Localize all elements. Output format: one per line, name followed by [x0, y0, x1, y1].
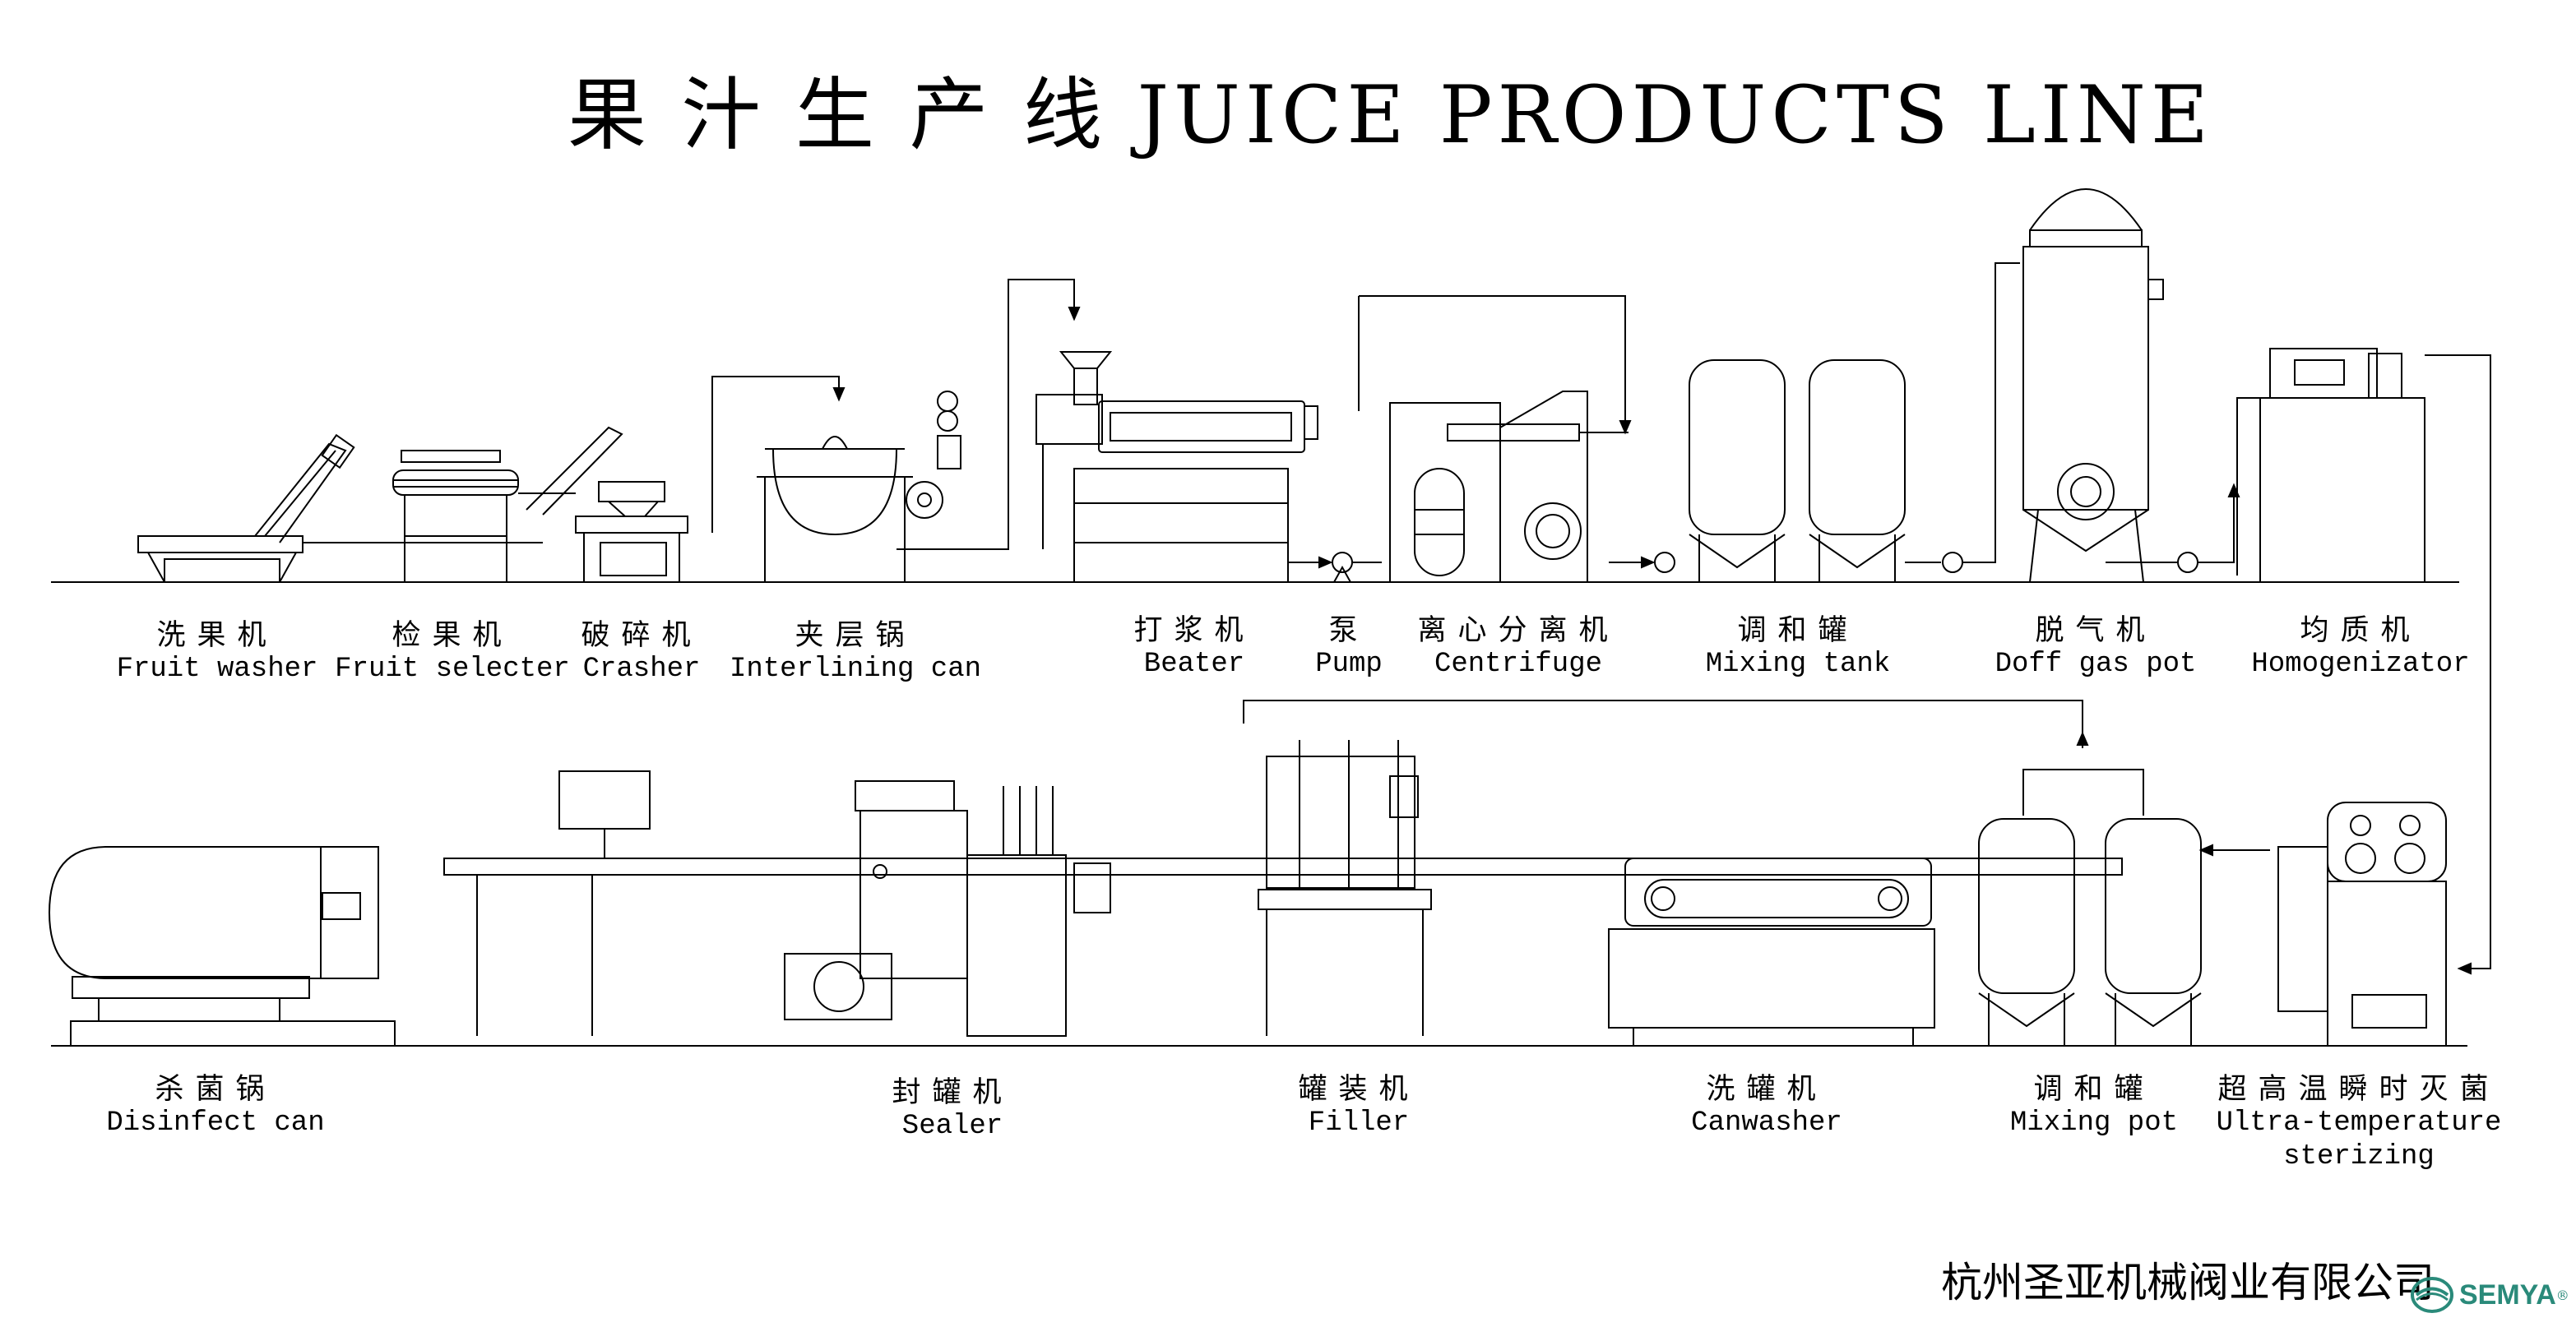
- label-cn: 泵: [1328, 614, 1369, 647]
- interlining-can-drawing: [711, 279, 1081, 582]
- label-cn: 检果机: [391, 619, 513, 652]
- semya-logo-icon: [2411, 1277, 2453, 1313]
- label-cn: 调和罐: [2033, 1073, 2155, 1106]
- mixing-pot-link: [2022, 769, 2144, 816]
- label-sealer: 封罐机 Sealer: [892, 1075, 1012, 1144]
- centrifuge-drawing: [1358, 295, 1632, 583]
- label-en: Mixing tank: [1705, 649, 1891, 680]
- label-cn: 打浆机: [1133, 614, 1255, 647]
- doff-gas-pot-drawing: [2022, 188, 2240, 583]
- page-title: 果 汁 生 产 线 JUICE PRODUCTS LINE: [568, 69, 2213, 161]
- label-beater: 打浆机 Beater: [1133, 613, 1254, 682]
- label-en: Ultra-temperature: [2216, 1107, 2502, 1139]
- label-fruit-washer: 洗果机 Fruit washer: [117, 618, 318, 687]
- label-cn: 封罐机: [892, 1076, 1013, 1109]
- homogenizator-drawing: [2236, 348, 2491, 975]
- filler-drawing: [1258, 740, 1432, 1036]
- label-cn: 洗果机: [156, 619, 278, 652]
- pump-drawing: [1288, 552, 1382, 583]
- label-cn: 离心分离机: [1417, 614, 1619, 647]
- label-cn: 夹层锅: [795, 619, 916, 652]
- label-en: Doff gas pot: [1995, 649, 2197, 680]
- label-canwasher: 洗罐机 Canwasher: [1691, 1072, 1842, 1140]
- uht-sterilizer-drawing: [2277, 802, 2447, 1047]
- fruit-selecter-drawing: [387, 450, 576, 582]
- fruit-washer-drawing: [137, 433, 395, 583]
- label-doff-gas-pot: 脱气机 Doff gas pot: [1995, 613, 2197, 682]
- disinfect-can-drawing: [48, 846, 396, 1047]
- label-homogenizator: 均质机 Homogenizator: [2251, 613, 2469, 682]
- canwasher-drawing: [1608, 858, 1935, 1047]
- label-cn: 洗罐机: [1706, 1073, 1828, 1106]
- label-en: Canwasher: [1691, 1107, 1842, 1139]
- sealer-drawing: [784, 780, 1111, 1037]
- label-cn: 破碎机: [581, 619, 702, 652]
- beater-drawing: [1035, 351, 1318, 583]
- label-cn: 罐装机: [1298, 1073, 1420, 1106]
- label-en: Crasher: [582, 654, 701, 685]
- mixing-pot-drawing: [1978, 818, 2270, 1046]
- label-uht-sterilizer: 超高温瞬时灭菌 Ultra-temperature sterizing: [2217, 1072, 2502, 1174]
- conveyor-table-drawing: [443, 770, 2123, 1036]
- label-disinfect-can: 杀菌锅 Disinfect can: [106, 1072, 324, 1140]
- label-cn: 超高温瞬时灭菌: [2217, 1073, 2500, 1106]
- label-en: Filler: [1308, 1107, 1410, 1139]
- label-en: Fruit washer: [116, 654, 318, 685]
- label-cn: 调和罐: [1737, 614, 1859, 647]
- label-en: Disinfect can: [106, 1107, 325, 1139]
- label-mixing-pot: 调和罐 Mixing pot: [2010, 1072, 2178, 1140]
- label-en: Beater: [1143, 649, 1245, 680]
- logo-registered-mark: ®: [2555, 1287, 2569, 1303]
- logo-text: SEMYA: [2459, 1278, 2556, 1311]
- label-en: Interlining can: [729, 654, 982, 685]
- label-en: Fruit selecter: [335, 654, 570, 685]
- label-filler: 罐装机 Filler: [1298, 1072, 1419, 1140]
- label-interlining-can: 夹层锅 Interlining can: [730, 618, 981, 687]
- crasher-drawing: [526, 426, 688, 582]
- semya-logo: SEMYA®: [2410, 1276, 2569, 1314]
- label-centrifuge: 离心分离机 Centrifuge: [1417, 613, 1619, 682]
- label-en: Mixing pot: [2009, 1107, 2179, 1139]
- label-en-line2: sterizing: [2283, 1140, 2435, 1172]
- label-cn: 杀菌锅: [155, 1073, 276, 1106]
- label-en: Centrifuge: [1434, 649, 1603, 680]
- label-fruit-selecter: 检果机 Fruit selecter: [335, 618, 570, 687]
- mixing-tank-drawing: [1609, 262, 2020, 582]
- label-en: Sealer: [901, 1111, 1003, 1142]
- label-cn: 均质机: [2300, 614, 2421, 647]
- company-name: 杭州圣亚机械阀业有限公司: [1941, 1259, 2435, 1306]
- label-mixing-tank: 调和罐 Mixing tank: [1706, 613, 1890, 682]
- label-en: Pump: [1315, 649, 1383, 680]
- label-crasher: 破碎机 Crasher: [581, 618, 702, 687]
- return-pipe: [1243, 700, 2083, 748]
- label-cn: 脱气机: [2035, 614, 2157, 647]
- label-en: Homogenizator: [2251, 649, 2470, 680]
- label-pump: 泵 Pump: [1315, 613, 1383, 682]
